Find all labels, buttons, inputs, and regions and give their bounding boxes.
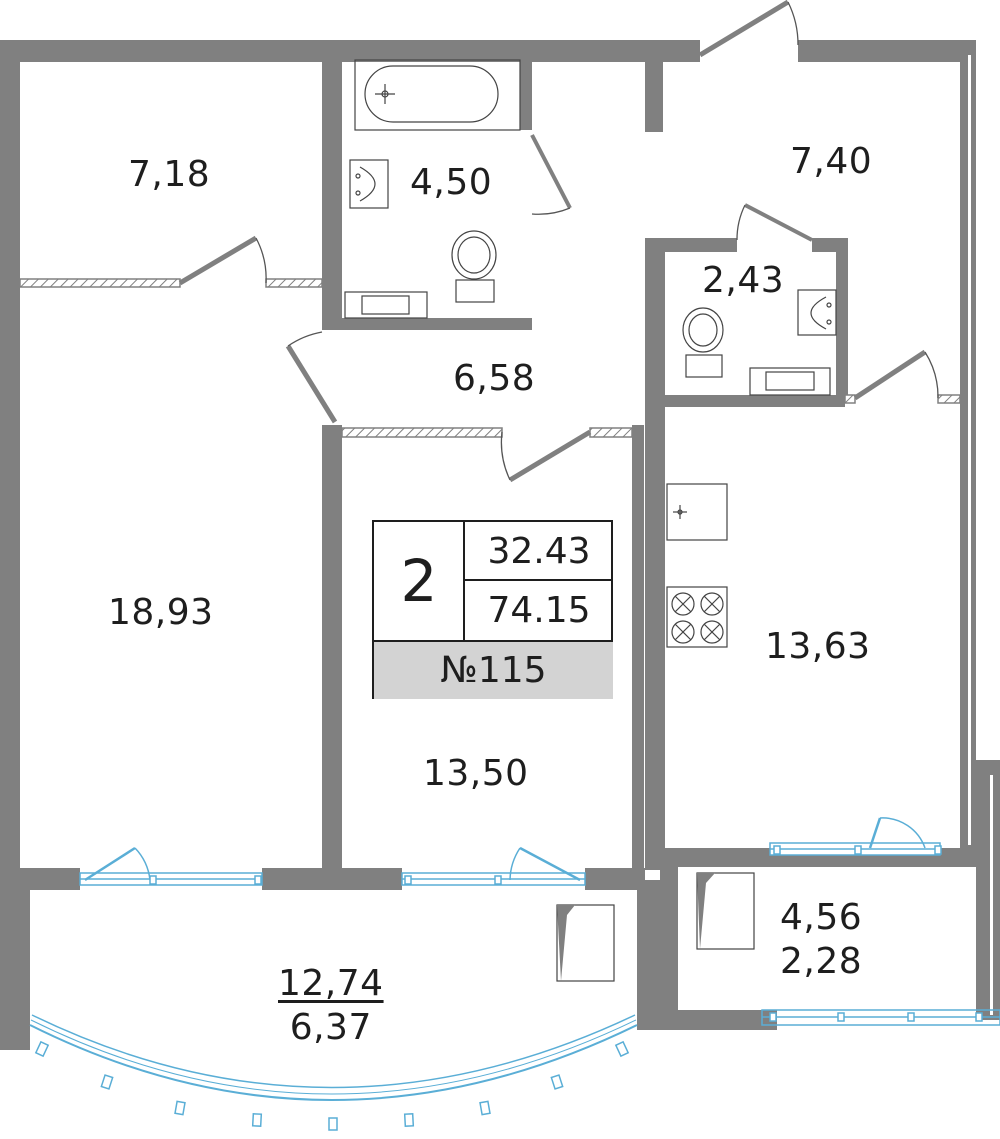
- area-bedroom: 13,50: [423, 753, 529, 794]
- area-balcony-half: 2,28: [780, 941, 863, 982]
- glazing-loggia-inner: [31, 1014, 636, 1089]
- windows: [29, 817, 1000, 1101]
- wall-bath-right: [520, 40, 532, 130]
- area-loggia-full: 12,74: [278, 963, 384, 1004]
- door-bath-arc: [531, 207, 571, 215]
- stove-icon: [666, 586, 728, 648]
- wall-balcony-left: [660, 855, 678, 1015]
- wall-bath-left: [322, 40, 342, 330]
- apartment-number: №115: [374, 642, 613, 699]
- washing-machine-icon: [749, 367, 831, 396]
- washing-machine-icon: [344, 291, 428, 319]
- area-bathroom: 4,50: [410, 162, 493, 203]
- area-corridor: 6,58: [453, 358, 536, 399]
- area-toilet: 2,43: [702, 260, 785, 301]
- door-toilet-leaf: [744, 203, 813, 242]
- door-bedroom-leaf: [508, 429, 592, 483]
- info-divider-bottom: [374, 640, 613, 642]
- area-room-top-left: 7,18: [128, 154, 211, 195]
- shaft-icon: [556, 904, 615, 982]
- wall-balcony-top: [660, 855, 980, 867]
- wall-bottom-right: [585, 868, 645, 890]
- partition-bedroom-top: [341, 427, 503, 438]
- partition-kitchen-top: [844, 394, 856, 404]
- wall-right-lower-line: [990, 775, 993, 1015]
- sink-icon: [349, 159, 389, 209]
- info-divider-mid: [463, 579, 613, 581]
- wall-right-inner-line: [968, 55, 971, 845]
- door-kitchen-leaf: [853, 349, 927, 401]
- door-bigbed-leaf: [285, 344, 338, 424]
- door-kitchen-arc: [924, 351, 939, 399]
- room-count: 2: [400, 547, 438, 615]
- sink-icon: [797, 289, 837, 336]
- wall-toilet-top-left: [645, 238, 737, 252]
- partition-bedroom-top-2: [589, 427, 633, 438]
- wall-loggia-right-step: [637, 1010, 777, 1030]
- door-bedroom-arc: [500, 431, 511, 481]
- wall-bottom-mid: [262, 868, 402, 890]
- door-bath-leaf: [530, 134, 572, 209]
- shower-tray-icon: [666, 483, 728, 541]
- wall-toilet-bottom: [645, 395, 845, 407]
- wall-toilet-top-right: [812, 238, 842, 252]
- door-entrance-arc: [787, 1, 799, 46]
- wall-bedrooms: [322, 425, 342, 870]
- wall-left: [0, 40, 20, 1050]
- toilet-icon: [451, 230, 497, 303]
- door-toilet-arc: [736, 204, 746, 241]
- area-kitchen: 13,63: [765, 626, 871, 667]
- wall-right-lower: [976, 760, 1000, 1020]
- door-upper-left-arc: [255, 237, 267, 284]
- area-balcony-full: 4,56: [780, 897, 863, 938]
- wall-bath-bottom: [322, 318, 532, 330]
- total-area: 74.15: [487, 590, 591, 631]
- glazing-mullions: [34, 845, 983, 1131]
- pillar-entrance: [645, 62, 663, 132]
- glazing-loggia-outer: [29, 1024, 638, 1101]
- walls: [0, 40, 1000, 1050]
- wall-toilet-left: [645, 238, 665, 408]
- door-upper-left-leaf: [178, 235, 258, 286]
- area-loggia-half: 6,37: [289, 1007, 372, 1048]
- info-divider-vertical: [463, 522, 465, 640]
- fixtures: [344, 59, 837, 982]
- wall-loggia-left: [0, 880, 30, 1050]
- area-loggia: 12,74 6,37: [278, 962, 384, 1050]
- living-area: 32.43: [487, 531, 591, 572]
- wall-top-right: [798, 40, 976, 62]
- partition-upper-left: [19, 278, 181, 288]
- wall-bedroom-kitchen: [632, 425, 644, 870]
- partition-upper-left-2: [265, 278, 323, 288]
- doors: [178, 0, 939, 483]
- apartment-info-box: 2 32.43 74.15 №115: [372, 520, 613, 699]
- toilet-icon: [682, 307, 724, 378]
- wall-top-left: [0, 40, 700, 62]
- partition-kitchen-top-2: [937, 394, 961, 404]
- area-bedroom-large: 18,93: [108, 592, 214, 633]
- bathtub-icon: [354, 59, 521, 131]
- door-entrance-leaf: [698, 0, 790, 58]
- area-hall: 7,40: [790, 141, 873, 182]
- wall-toilet-right: [836, 238, 848, 403]
- wall-kitchen-left: [645, 400, 665, 870]
- shaft-icon: [696, 872, 755, 950]
- door-bigbed-arc: [287, 331, 323, 347]
- area-balcony-small: 4,56 2,28: [780, 896, 862, 984]
